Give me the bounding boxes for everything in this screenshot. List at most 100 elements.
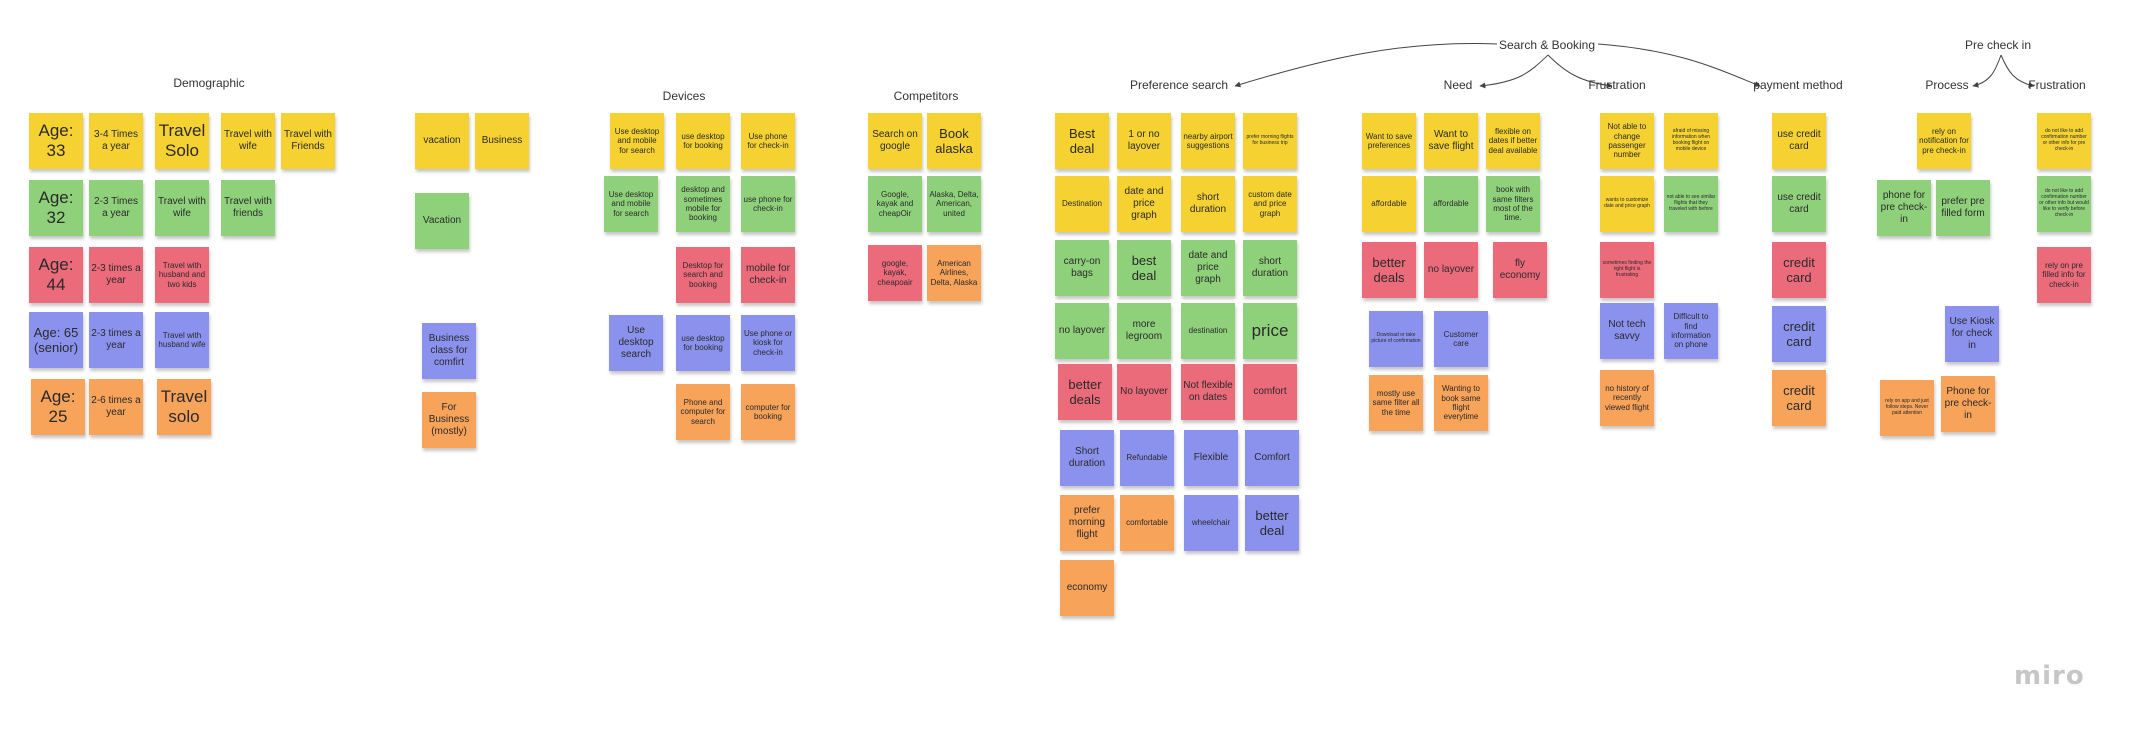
sticky-note[interactable]: Use Kiosk for check in bbox=[1945, 306, 1999, 362]
sticky-note[interactable]: Business bbox=[475, 113, 529, 169]
sticky-note[interactable]: Want to save flight bbox=[1424, 113, 1478, 169]
sticky-note[interactable]: Use desktop and mobile for search bbox=[610, 113, 664, 169]
sticky-note[interactable]: American Airlines, Delta, Alaska bbox=[927, 245, 981, 301]
sticky-note[interactable]: rely on pre filled info for check-in bbox=[2037, 247, 2091, 303]
sticky-note[interactable]: Age: 44 bbox=[29, 247, 83, 303]
sticky-note[interactable]: Age: 32 bbox=[29, 180, 83, 236]
sticky-note[interactable]: price bbox=[1243, 303, 1297, 359]
sticky-note[interactable]: afraid of missing information when booki… bbox=[1664, 113, 1718, 169]
sticky-note[interactable]: Use phone for check-in bbox=[741, 113, 795, 169]
sticky-note[interactable]: destination bbox=[1181, 303, 1235, 359]
sticky-note[interactable]: Not flexible on dates bbox=[1181, 364, 1235, 420]
sticky-note[interactable]: use credit card bbox=[1772, 176, 1826, 232]
sticky-note[interactable]: Travel Solo bbox=[155, 113, 209, 169]
sticky-note[interactable]: Vacation bbox=[415, 193, 469, 249]
sticky-note[interactable]: 2-3 times a year bbox=[89, 247, 143, 303]
sticky-note[interactable]: no layover bbox=[1055, 303, 1109, 359]
sticky-note[interactable]: vacation bbox=[415, 113, 469, 169]
sticky-note[interactable]: use phone for check-in bbox=[741, 176, 795, 232]
sticky-note[interactable]: prefer morning flights for business trip bbox=[1243, 113, 1297, 169]
sticky-note[interactable]: wants to customize date and price graph bbox=[1600, 176, 1654, 232]
sticky-note[interactable]: Download or take picture of confirmation bbox=[1369, 311, 1423, 367]
sticky-note[interactable]: Travel with wife bbox=[221, 113, 275, 169]
sticky-note[interactable]: Age: 25 bbox=[31, 379, 85, 435]
sticky-note[interactable]: prefer pre filled form bbox=[1936, 180, 1990, 236]
sticky-note[interactable]: Travel with friends bbox=[221, 180, 275, 236]
sticky-note[interactable]: flexible on dates if better deal availab… bbox=[1486, 113, 1540, 169]
sticky-note[interactable]: Phone for pre check-in bbox=[1941, 376, 1995, 432]
sticky-note[interactable]: Travel with wife bbox=[155, 180, 209, 236]
sticky-note[interactable]: do not like to add confirmation number o… bbox=[2037, 176, 2091, 232]
sticky-note[interactable]: Difficult to find information on phone bbox=[1664, 303, 1718, 359]
sticky-note[interactable]: Wanting to book same flight everytime bbox=[1434, 375, 1488, 431]
sticky-note[interactable]: No layover bbox=[1117, 364, 1171, 420]
sticky-note[interactable]: Search on google bbox=[868, 113, 922, 169]
sticky-note[interactable]: Desktop for search and booking bbox=[676, 247, 730, 303]
sticky-note[interactable]: Phone and computer for search bbox=[676, 384, 730, 440]
sticky-note[interactable]: computer for booking bbox=[741, 384, 795, 440]
sticky-note[interactable]: Alaska, Delta, American, united bbox=[927, 176, 981, 232]
sticky-note[interactable]: better deals bbox=[1362, 242, 1416, 298]
sticky-note[interactable]: book with same filters most of the time. bbox=[1486, 176, 1540, 232]
sticky-note[interactable]: nearby airport suggestions bbox=[1181, 113, 1235, 169]
sticky-note[interactable]: short duration bbox=[1181, 176, 1235, 232]
sticky-note[interactable]: phone for pre check-in bbox=[1877, 180, 1931, 236]
sticky-note[interactable]: no layover bbox=[1424, 242, 1478, 298]
sticky-note[interactable]: Not tech savvy bbox=[1600, 303, 1654, 359]
sticky-note[interactable]: 2-6 times a year bbox=[89, 379, 143, 435]
sticky-note[interactable]: Google, kayak and cheapOir bbox=[868, 176, 922, 232]
sticky-note[interactable]: mobile for check-in bbox=[741, 247, 795, 303]
sticky-note[interactable]: more legroom bbox=[1117, 303, 1171, 359]
sticky-note[interactable]: Destination bbox=[1055, 176, 1109, 232]
sticky-note[interactable]: Use desktop search bbox=[609, 315, 663, 371]
sticky-note[interactable]: Business class for comfirt bbox=[422, 323, 476, 379]
sticky-note[interactable]: 1 or no layover bbox=[1117, 113, 1171, 169]
sticky-note[interactable]: custom date and price graph bbox=[1243, 176, 1297, 232]
sticky-note[interactable]: better deal bbox=[1245, 495, 1299, 551]
sticky-note[interactable]: 2-3 Times a year bbox=[89, 180, 143, 236]
sticky-note[interactable]: Short duration bbox=[1060, 430, 1114, 486]
sticky-note[interactable]: 3-4 Times a year bbox=[89, 113, 143, 169]
sticky-note[interactable]: no history of recently viewed flight bbox=[1600, 370, 1654, 426]
sticky-note[interactable]: fly economy bbox=[1493, 242, 1547, 298]
sticky-note[interactable]: affordable bbox=[1362, 176, 1416, 232]
sticky-note[interactable]: Want to save preferences bbox=[1362, 113, 1416, 169]
sticky-note[interactable]: Use phone or kiosk for check-in bbox=[741, 315, 795, 371]
sticky-note[interactable]: date and price graph bbox=[1181, 240, 1235, 296]
sticky-note[interactable]: prefer morning flight bbox=[1060, 495, 1114, 551]
sticky-note[interactable]: use desktop for booking bbox=[676, 315, 730, 371]
sticky-note[interactable]: sometimes finding the right flight is fr… bbox=[1600, 242, 1654, 298]
sticky-note[interactable]: rely on notification for pre check-in bbox=[1917, 113, 1971, 169]
sticky-note[interactable]: wheelchair bbox=[1184, 495, 1238, 551]
sticky-note[interactable]: Travel with husband wife bbox=[155, 312, 209, 368]
sticky-note[interactable]: comfort bbox=[1243, 364, 1297, 420]
sticky-note[interactable]: rely on app and just follow steps. Never… bbox=[1880, 380, 1934, 436]
sticky-note[interactable]: better deals bbox=[1058, 364, 1112, 420]
sticky-note[interactable]: Best deal bbox=[1055, 113, 1109, 169]
sticky-note[interactable]: date and price graph bbox=[1117, 176, 1171, 232]
sticky-note[interactable]: Travel solo bbox=[157, 379, 211, 435]
sticky-note[interactable]: 2-3 times a year bbox=[89, 312, 143, 368]
sticky-note[interactable]: Travel with husband and two kids bbox=[155, 247, 209, 303]
sticky-note[interactable]: Use desktop and mobile for search bbox=[604, 176, 658, 232]
sticky-note[interactable]: carry-on bags bbox=[1055, 240, 1109, 296]
sticky-note[interactable]: comfortable bbox=[1120, 495, 1174, 551]
sticky-note[interactable]: Comfort bbox=[1245, 430, 1299, 486]
sticky-note[interactable]: Age: 33 bbox=[29, 113, 83, 169]
sticky-note[interactable]: use desktop for booking bbox=[676, 113, 730, 169]
sticky-note[interactable]: short duration bbox=[1243, 240, 1297, 296]
sticky-note[interactable]: credit card bbox=[1772, 306, 1826, 362]
sticky-note[interactable]: use credit card bbox=[1772, 113, 1826, 169]
sticky-note[interactable]: mostly use same filter all the time bbox=[1369, 375, 1423, 431]
sticky-note[interactable]: Age: 65 (senior) bbox=[29, 312, 83, 368]
sticky-note[interactable]: Not able to change passenger number bbox=[1600, 113, 1654, 169]
sticky-note[interactable]: Customer care bbox=[1434, 311, 1488, 367]
sticky-note[interactable]: affordable bbox=[1424, 176, 1478, 232]
sticky-note[interactable]: not able to see similar flights that the… bbox=[1664, 176, 1718, 232]
sticky-note[interactable]: Book alaska bbox=[927, 113, 981, 169]
sticky-note[interactable]: Travel with Friends bbox=[281, 113, 335, 169]
sticky-note[interactable]: economy bbox=[1060, 560, 1114, 616]
sticky-note[interactable]: For Business (mostly) bbox=[422, 392, 476, 448]
sticky-note[interactable]: google, kayak, cheapoair bbox=[868, 245, 922, 301]
